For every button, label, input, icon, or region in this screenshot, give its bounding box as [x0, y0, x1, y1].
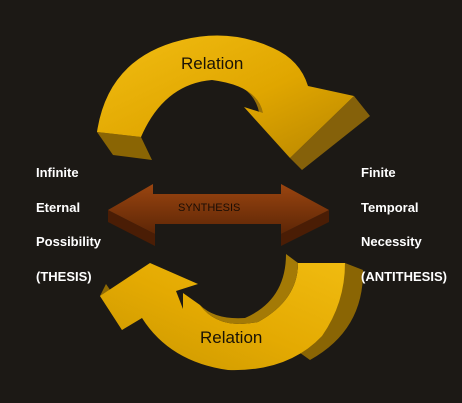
- top-relation-label: Relation: [181, 54, 244, 73]
- bottom-arrow-inner-wall: [200, 254, 298, 324]
- bottom-relation-label: Relation: [200, 328, 263, 347]
- thesis-item-infinite: Infinite: [36, 165, 79, 180]
- antithesis-column: Finite Temporal Necessity (ANTITHESIS): [361, 156, 447, 294]
- antithesis-label: (ANTITHESIS): [361, 268, 447, 284]
- thesis-column: Infinite Eternal Possibility (THESIS): [36, 156, 101, 294]
- top-arrow-side: [97, 132, 152, 160]
- top-arrow-face: [97, 35, 354, 158]
- synthesis-label: SYNTHESIS: [178, 202, 241, 214]
- bottom-arrow-face: [100, 263, 345, 371]
- synthesis-double-arrow: [108, 184, 329, 246]
- synthesis-arrow-side: [108, 210, 155, 246]
- synthesis-arrow-face: [108, 184, 329, 234]
- top-curved-arrow: [97, 35, 370, 170]
- top-arrow-head-side: [290, 96, 370, 170]
- bottom-arrow-right-side: [296, 263, 364, 360]
- thesis-item-eternal: Eternal: [36, 199, 81, 215]
- antithesis-item-necessity: Necessity: [361, 234, 422, 249]
- thesis-label: (THESIS): [36, 268, 92, 284]
- thesis-item-possibility: Possibility: [36, 234, 102, 249]
- antithesis-item-finite: Finite: [361, 165, 396, 180]
- synthesis-arrow-side-right: [281, 210, 329, 246]
- antithesis-item-temporal: Temporal: [361, 199, 419, 215]
- bottom-curved-arrow: [100, 254, 364, 371]
